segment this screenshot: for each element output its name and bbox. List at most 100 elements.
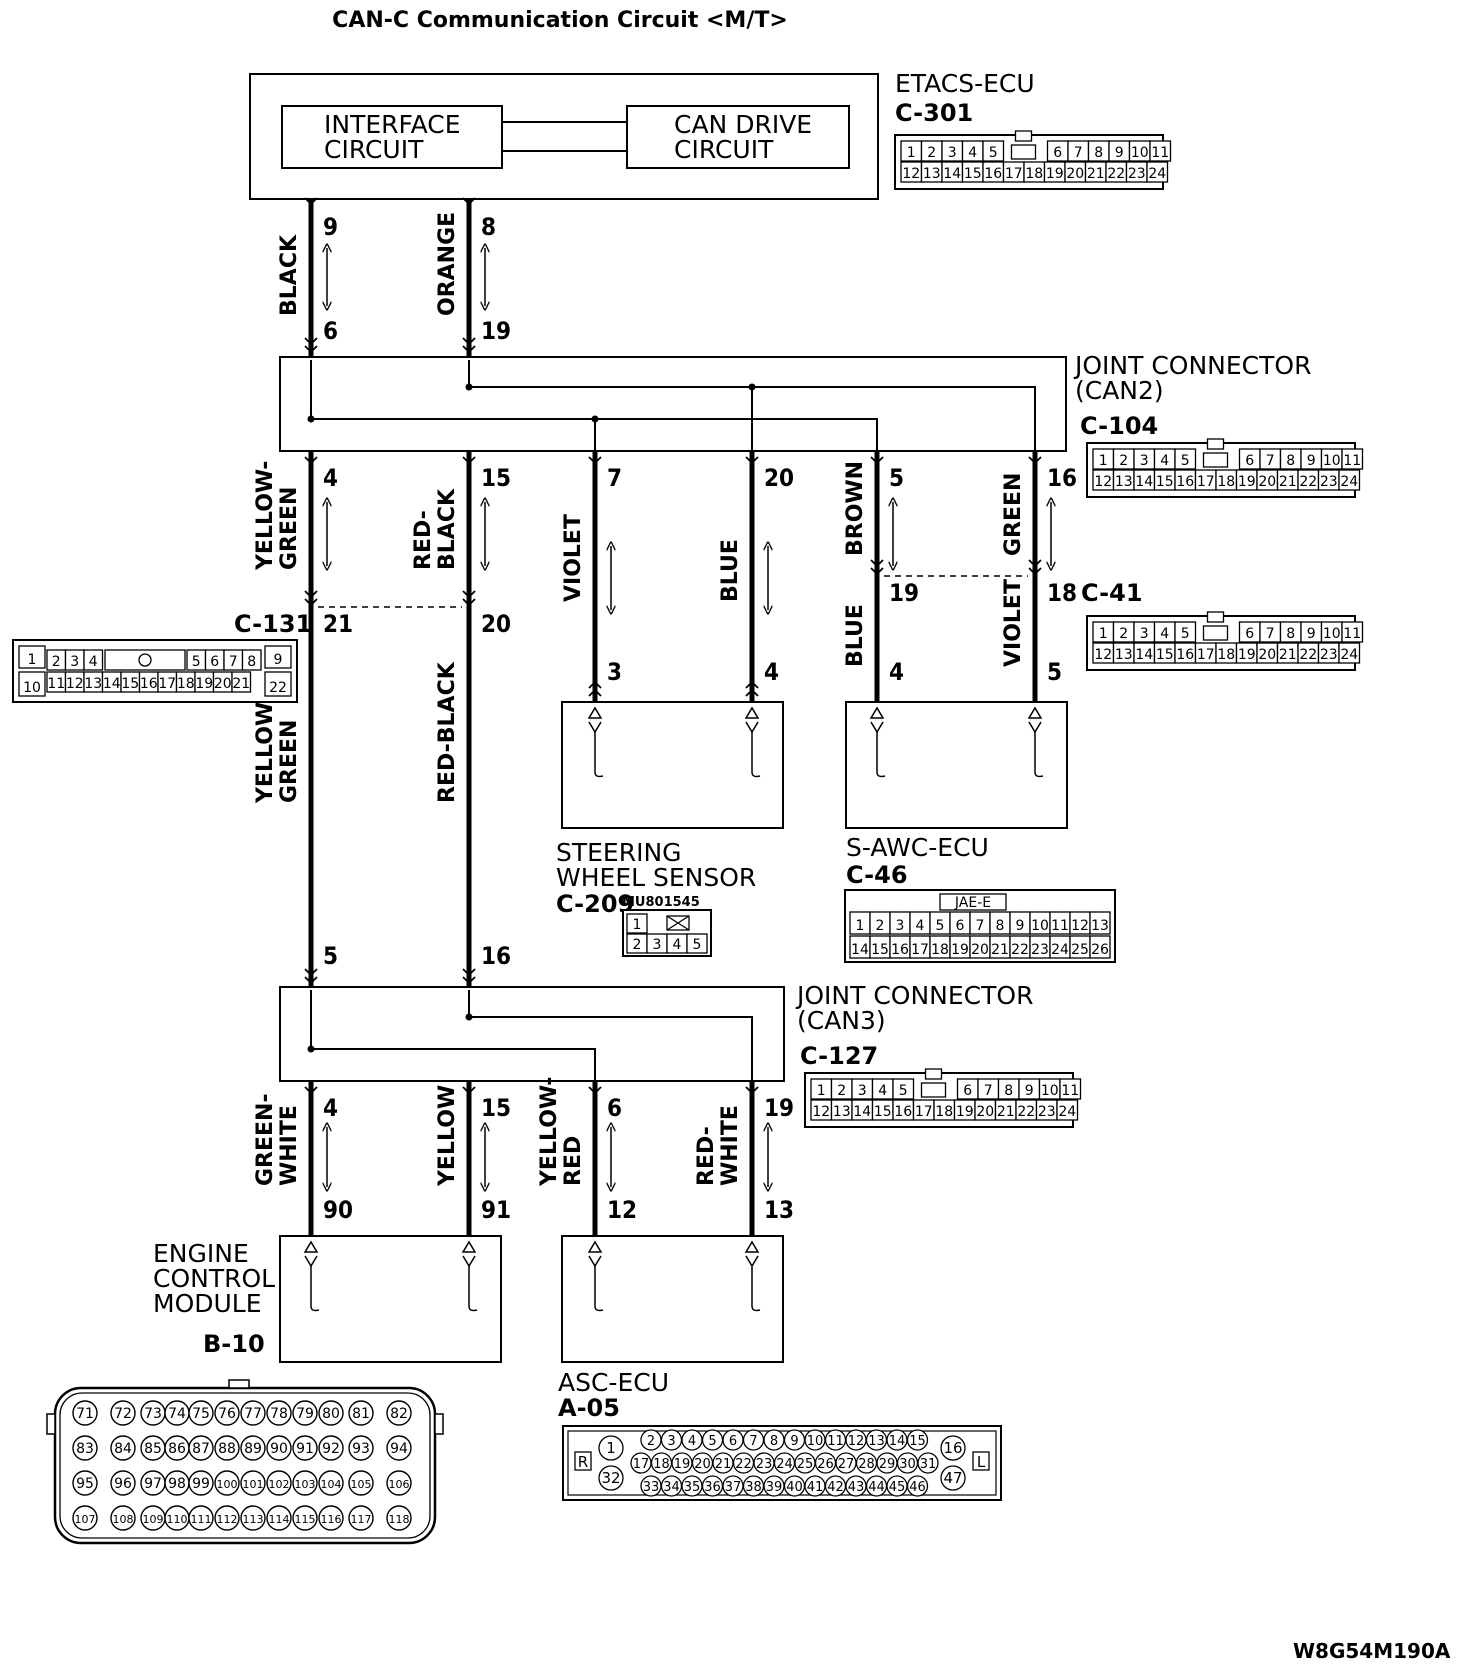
b10-face-terminal <box>318 1400 344 1426</box>
a05-face-pin: 24 <box>776 1457 793 1472</box>
terminal-symbol <box>461 1240 477 1253</box>
terminal-symbol <box>870 721 884 734</box>
c41-face-pin: 8 <box>1286 626 1295 642</box>
a05-face-pin: 9 <box>790 1434 798 1449</box>
a05-face-l-label: L <box>977 1453 986 1471</box>
c131-face-pin: 1 <box>28 652 37 668</box>
c131-face-pin: 13 <box>84 676 102 692</box>
c46-face-pin: 21 <box>991 942 1009 958</box>
a05-face-pin: 31 <box>920 1457 937 1472</box>
b10-face-terminal <box>188 1435 214 1461</box>
connector-tick <box>304 456 318 465</box>
can-drive-circuit-box <box>626 105 850 169</box>
pin-can3-out-4: 19 <box>764 1094 794 1122</box>
c131-face-cell <box>18 645 46 669</box>
connector-tick <box>588 688 602 697</box>
c301-face-pin: 23 <box>1128 166 1146 182</box>
c301-face-pin: 15 <box>964 166 982 182</box>
c131-face-pin: 19 <box>195 676 213 692</box>
interface-circuit-label-2: CIRCUIT <box>324 135 424 164</box>
c301-face-cell <box>1149 140 1172 162</box>
c131-face-pin: 16 <box>140 676 158 692</box>
terminal-symbol <box>304 1255 318 1268</box>
c41-face-pin: 16 <box>1176 647 1194 663</box>
wire-c41-violet: VIOLET <box>1001 579 1026 667</box>
b10-face-terminal <box>348 1400 374 1426</box>
b10-face-pin: 79 <box>296 1406 314 1422</box>
c127-face-pin: 23 <box>1038 1104 1056 1120</box>
a05-face-pin: 28 <box>858 1457 875 1472</box>
c131-face-pin: 12 <box>66 676 84 692</box>
terminal-symbol <box>744 706 760 719</box>
pin-can2-in-a: 6 <box>323 317 338 345</box>
b10-face-inner <box>59 1392 431 1539</box>
c301-face-pin: 5 <box>989 145 998 161</box>
etacs-ecu-name: ETACS-ECU <box>895 69 1035 98</box>
c131-face-frame <box>12 639 298 703</box>
c41-face-pin: 1 <box>1099 626 1108 642</box>
b10-face-terminal <box>188 1400 214 1426</box>
c41-face-pin: 18 <box>1217 647 1235 663</box>
c46-face-pin: 8 <box>996 918 1005 934</box>
a05-face-l-box <box>972 1451 990 1471</box>
c131-face-cell <box>18 671 46 697</box>
b10-face-pin: 80 <box>322 1406 340 1422</box>
c131-face-pin: 21 <box>232 676 250 692</box>
wiring <box>308 199 1038 1236</box>
c46-face-pin: 3 <box>896 918 905 934</box>
a05-face-pin: 8 <box>770 1434 778 1449</box>
steering-wheel-sensor: STEERING WHEEL SENSOR C-209 MU801545 <box>556 701 784 918</box>
a05-face-pin: 10 <box>807 1434 824 1449</box>
c127-face-pin: 3 <box>858 1083 867 1099</box>
b10-face-pin: 82 <box>390 1406 408 1422</box>
b10-face-pin: 97 <box>144 1476 162 1492</box>
c131-face-lock <box>104 649 186 671</box>
a05-face-pin: 29 <box>879 1457 896 1472</box>
c46-face-pin: 6 <box>956 918 965 934</box>
pin-steer-b: 4 <box>764 658 779 686</box>
c301-face-pin: 10 <box>1131 145 1149 161</box>
wire-green-white-a: GREEN- <box>253 1093 278 1186</box>
c131-face-pin: 7 <box>229 654 238 670</box>
b10-face-terminal <box>110 1470 136 1496</box>
b10-face-terminal <box>214 1470 240 1496</box>
c46-face-pin: 17 <box>911 942 929 958</box>
c104-face-pin: 18 <box>1217 474 1235 490</box>
steering-name-2: WHEEL SENSOR <box>556 863 756 892</box>
joint-can2-name-1: JOINT CONNECTOR <box>1073 351 1311 380</box>
interface-circuit-label-1: INTERFACE <box>324 110 461 139</box>
terminal-symbol <box>587 1240 603 1253</box>
connector-tick <box>304 590 318 599</box>
terminal-symbol <box>310 1305 320 1312</box>
connector-tick <box>462 976 476 985</box>
c131-face-pin: 8 <box>247 654 256 670</box>
connector-tick <box>1028 559 1042 568</box>
a05-face-pin: 44 <box>868 1480 885 1495</box>
terminal-symbol <box>876 771 886 778</box>
b10-face-pin: 107 <box>75 1513 96 1526</box>
a05-face-pin: 43 <box>848 1480 865 1495</box>
joint-can2-name-2: (CAN2) <box>1075 376 1164 405</box>
c131-face-pin: 11 <box>47 676 65 692</box>
a05-face-inner <box>567 1430 997 1496</box>
pin-steer-a: 3 <box>607 658 622 686</box>
connector-tick <box>462 968 476 977</box>
c131-face-pin: 10 <box>23 680 41 696</box>
pin-can2-out-5: 5 <box>889 464 904 492</box>
b10-face-terminal <box>292 1470 318 1496</box>
pin-can2-in-b: 19 <box>481 317 511 345</box>
c209-face-pin: 5 <box>693 937 702 953</box>
s-awc-ecu-box <box>845 701 1068 829</box>
terminal-symbol <box>594 1305 604 1312</box>
c301-face-pin: 1 <box>907 145 916 161</box>
pin-can3-out-3: 6 <box>607 1094 622 1122</box>
b10-face-pin: 108 <box>113 1513 134 1526</box>
c131-face-pin: 3 <box>70 654 79 670</box>
steering-part-number: MU801545 <box>622 895 700 910</box>
joint-can3-name-1: JOINT CONNECTOR <box>795 981 1033 1010</box>
a05-face-pin: 33 <box>643 1480 660 1495</box>
ecm-name-3: MODULE <box>153 1289 262 1318</box>
c41-face-cell <box>1338 642 1361 664</box>
a05-face-pin: 42 <box>827 1480 844 1495</box>
